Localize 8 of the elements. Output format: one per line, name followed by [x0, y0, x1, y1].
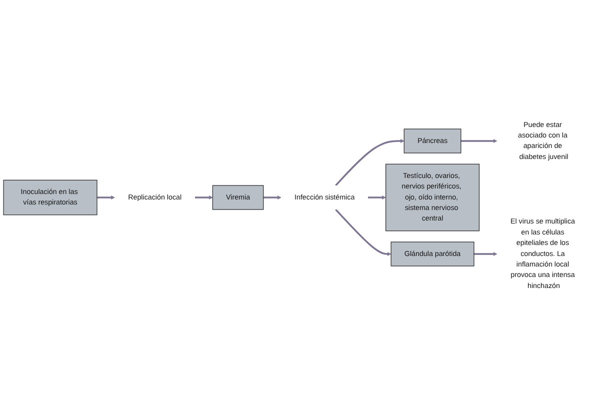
arrow — [96, 196, 115, 200]
arrow — [194, 196, 213, 200]
arrow — [474, 252, 498, 256]
arrow — [335, 139, 404, 186]
arrow — [368, 196, 386, 200]
arrow — [460, 139, 498, 143]
arrow — [263, 196, 282, 200]
arrow — [335, 208, 392, 256]
